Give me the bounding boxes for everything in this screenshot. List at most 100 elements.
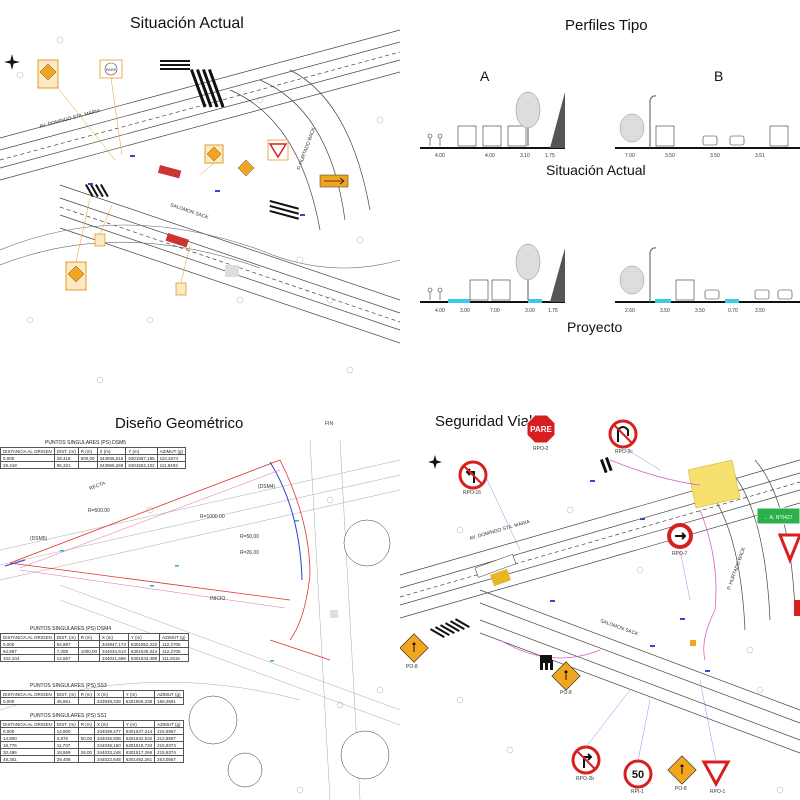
dim-label: 4.00 [435, 308, 445, 314]
table-header-cell: DIST. (m) [53, 633, 79, 641]
hatched-median [474, 553, 517, 587]
sign-text: PARE [530, 425, 552, 434]
profile-label-b: B [714, 68, 724, 84]
table-cell [77, 727, 96, 735]
label: FIN [325, 421, 333, 427]
table-cell: 26,00 [77, 748, 96, 756]
row-caption-actual: Situación Actual [546, 162, 646, 178]
table-cell: 50,00 [77, 734, 96, 742]
table-header-cell: R (m) [77, 447, 98, 455]
yield-sign-icon [701, 760, 731, 788]
table-caption: PUNTOS SINGULARES (PS) SS3 [30, 683, 107, 689]
bus-stop-marker [165, 232, 189, 248]
table-cell: 344039,477 [94, 727, 124, 735]
sign-code: RPI-1 [631, 789, 644, 795]
table-cell: 344022,648 [94, 755, 124, 763]
profile-a-proyecto: 4.00 3.00 7.00 3.00 1.75 [420, 243, 565, 314]
table-header-cell: R (m) [77, 720, 96, 728]
sign-partial [794, 600, 800, 616]
dim-label: 0.70 [728, 308, 738, 314]
table-cell: 6301537,214 [122, 727, 156, 735]
site-plan-current: AV. DOMINGO STA. MARIA SALOMON SACK P. H… [0, 29, 400, 384]
dim-label: 3.50 [665, 153, 675, 159]
bus-icon [655, 125, 789, 147]
table-header-cell: Y (m) [122, 690, 156, 698]
bus-stop-marker [157, 165, 182, 179]
speed-limit-sign-icon: 50 [623, 759, 653, 789]
row-caption-proyecto: Proyecto [567, 319, 623, 335]
table-cell: 263,0567 [154, 755, 184, 763]
table-cell: 18,776 [0, 741, 55, 749]
crosswalk [85, 183, 109, 198]
table-cell [77, 654, 101, 662]
table-cell: 344041,688 [99, 654, 129, 662]
table-cell: 110,2674 [156, 454, 187, 462]
profile-a-actual: 4.00 4.00 3.10 1.75 [420, 91, 565, 159]
pedestrian-icon [427, 133, 443, 146]
table-cell: 500,00 [77, 454, 98, 462]
label: (DSM5) [30, 536, 48, 542]
table-cell: 215,8957 [154, 727, 184, 735]
panel-title: Perfiles Tipo [565, 17, 648, 34]
table-header-cell: DISTANCIA AL ORIGEN [0, 690, 55, 698]
structure-block [225, 265, 239, 277]
table-cell: 14,800 [0, 734, 55, 742]
no-u-turn-sign-icon [608, 419, 638, 449]
sign-code: RPO-7 [672, 551, 688, 557]
sign-code: PO-8 [406, 664, 418, 670]
table-cell: 112,2705 [159, 647, 189, 655]
panel-title: Seguridad Vial [435, 413, 533, 430]
street-label: P. HURTADO BACK [296, 126, 317, 171]
table-header-cell: DISTANCIA AL ORIGEN [0, 633, 55, 641]
road-salomon-sack [59, 184, 400, 344]
dim-label: 3.51 [755, 153, 765, 159]
road-curve [0, 224, 400, 269]
panel-perfiles-tipo: Perfiles Tipo A B Situación Actual Proye… [400, 0, 800, 400]
table-header-cell: DIST. (m) [53, 447, 79, 455]
sign-code: PO-8 [675, 786, 687, 792]
avenue-domingo-sta-maria [400, 459, 800, 619]
warning-sign-icon [237, 159, 255, 177]
pedestrian-crossing-sign-icon [400, 633, 429, 663]
road-outlines [0, 439, 400, 800]
table-caption: PUNTOS SINGULARES (PS) SS1 [30, 713, 107, 719]
table-header-cell: R (m) [77, 633, 101, 641]
bike-lane [655, 299, 671, 303]
bus-icon [675, 279, 695, 301]
sign-code: RPO-2 [533, 446, 549, 452]
label: R=500.00 [88, 508, 110, 514]
table-header-cell: DISTANCIA AL ORIGEN [0, 720, 55, 728]
street-label: AV. DOMINGO STA. MARIA [39, 108, 101, 130]
dim-label: 4.00 [435, 153, 445, 159]
table-cell [77, 741, 96, 749]
table-cell: 215,8374 [154, 748, 184, 756]
label: R=50.00 [240, 534, 259, 540]
table-cell: 28,418 [0, 461, 55, 469]
alignment-offset [19, 469, 286, 609]
stop-sign-icon: PARE [526, 414, 556, 444]
label: (DSM4) [258, 484, 276, 490]
dim-label: 3.50 [710, 153, 720, 159]
no-left-turn-sign-icon [458, 460, 488, 490]
table-header-cell: R (m) [77, 690, 96, 698]
sign-text: PARE [106, 67, 117, 72]
direction-sign-icon: ← A. N°0427 [756, 507, 800, 525]
vehicle-markers [88, 155, 305, 216]
table-cell: 6301532,532 [122, 734, 156, 742]
traffic-light-icon [175, 282, 187, 296]
bus-icon [457, 125, 527, 147]
raised-crossing [687, 459, 741, 509]
table-cell: 215,8374 [154, 741, 184, 749]
street-label: AV. DOMINGO STA. MARIA [469, 519, 531, 542]
panel-title: Diseño Geométrico [115, 415, 244, 432]
table-header-cell: AZIMUT (g) [159, 633, 189, 641]
